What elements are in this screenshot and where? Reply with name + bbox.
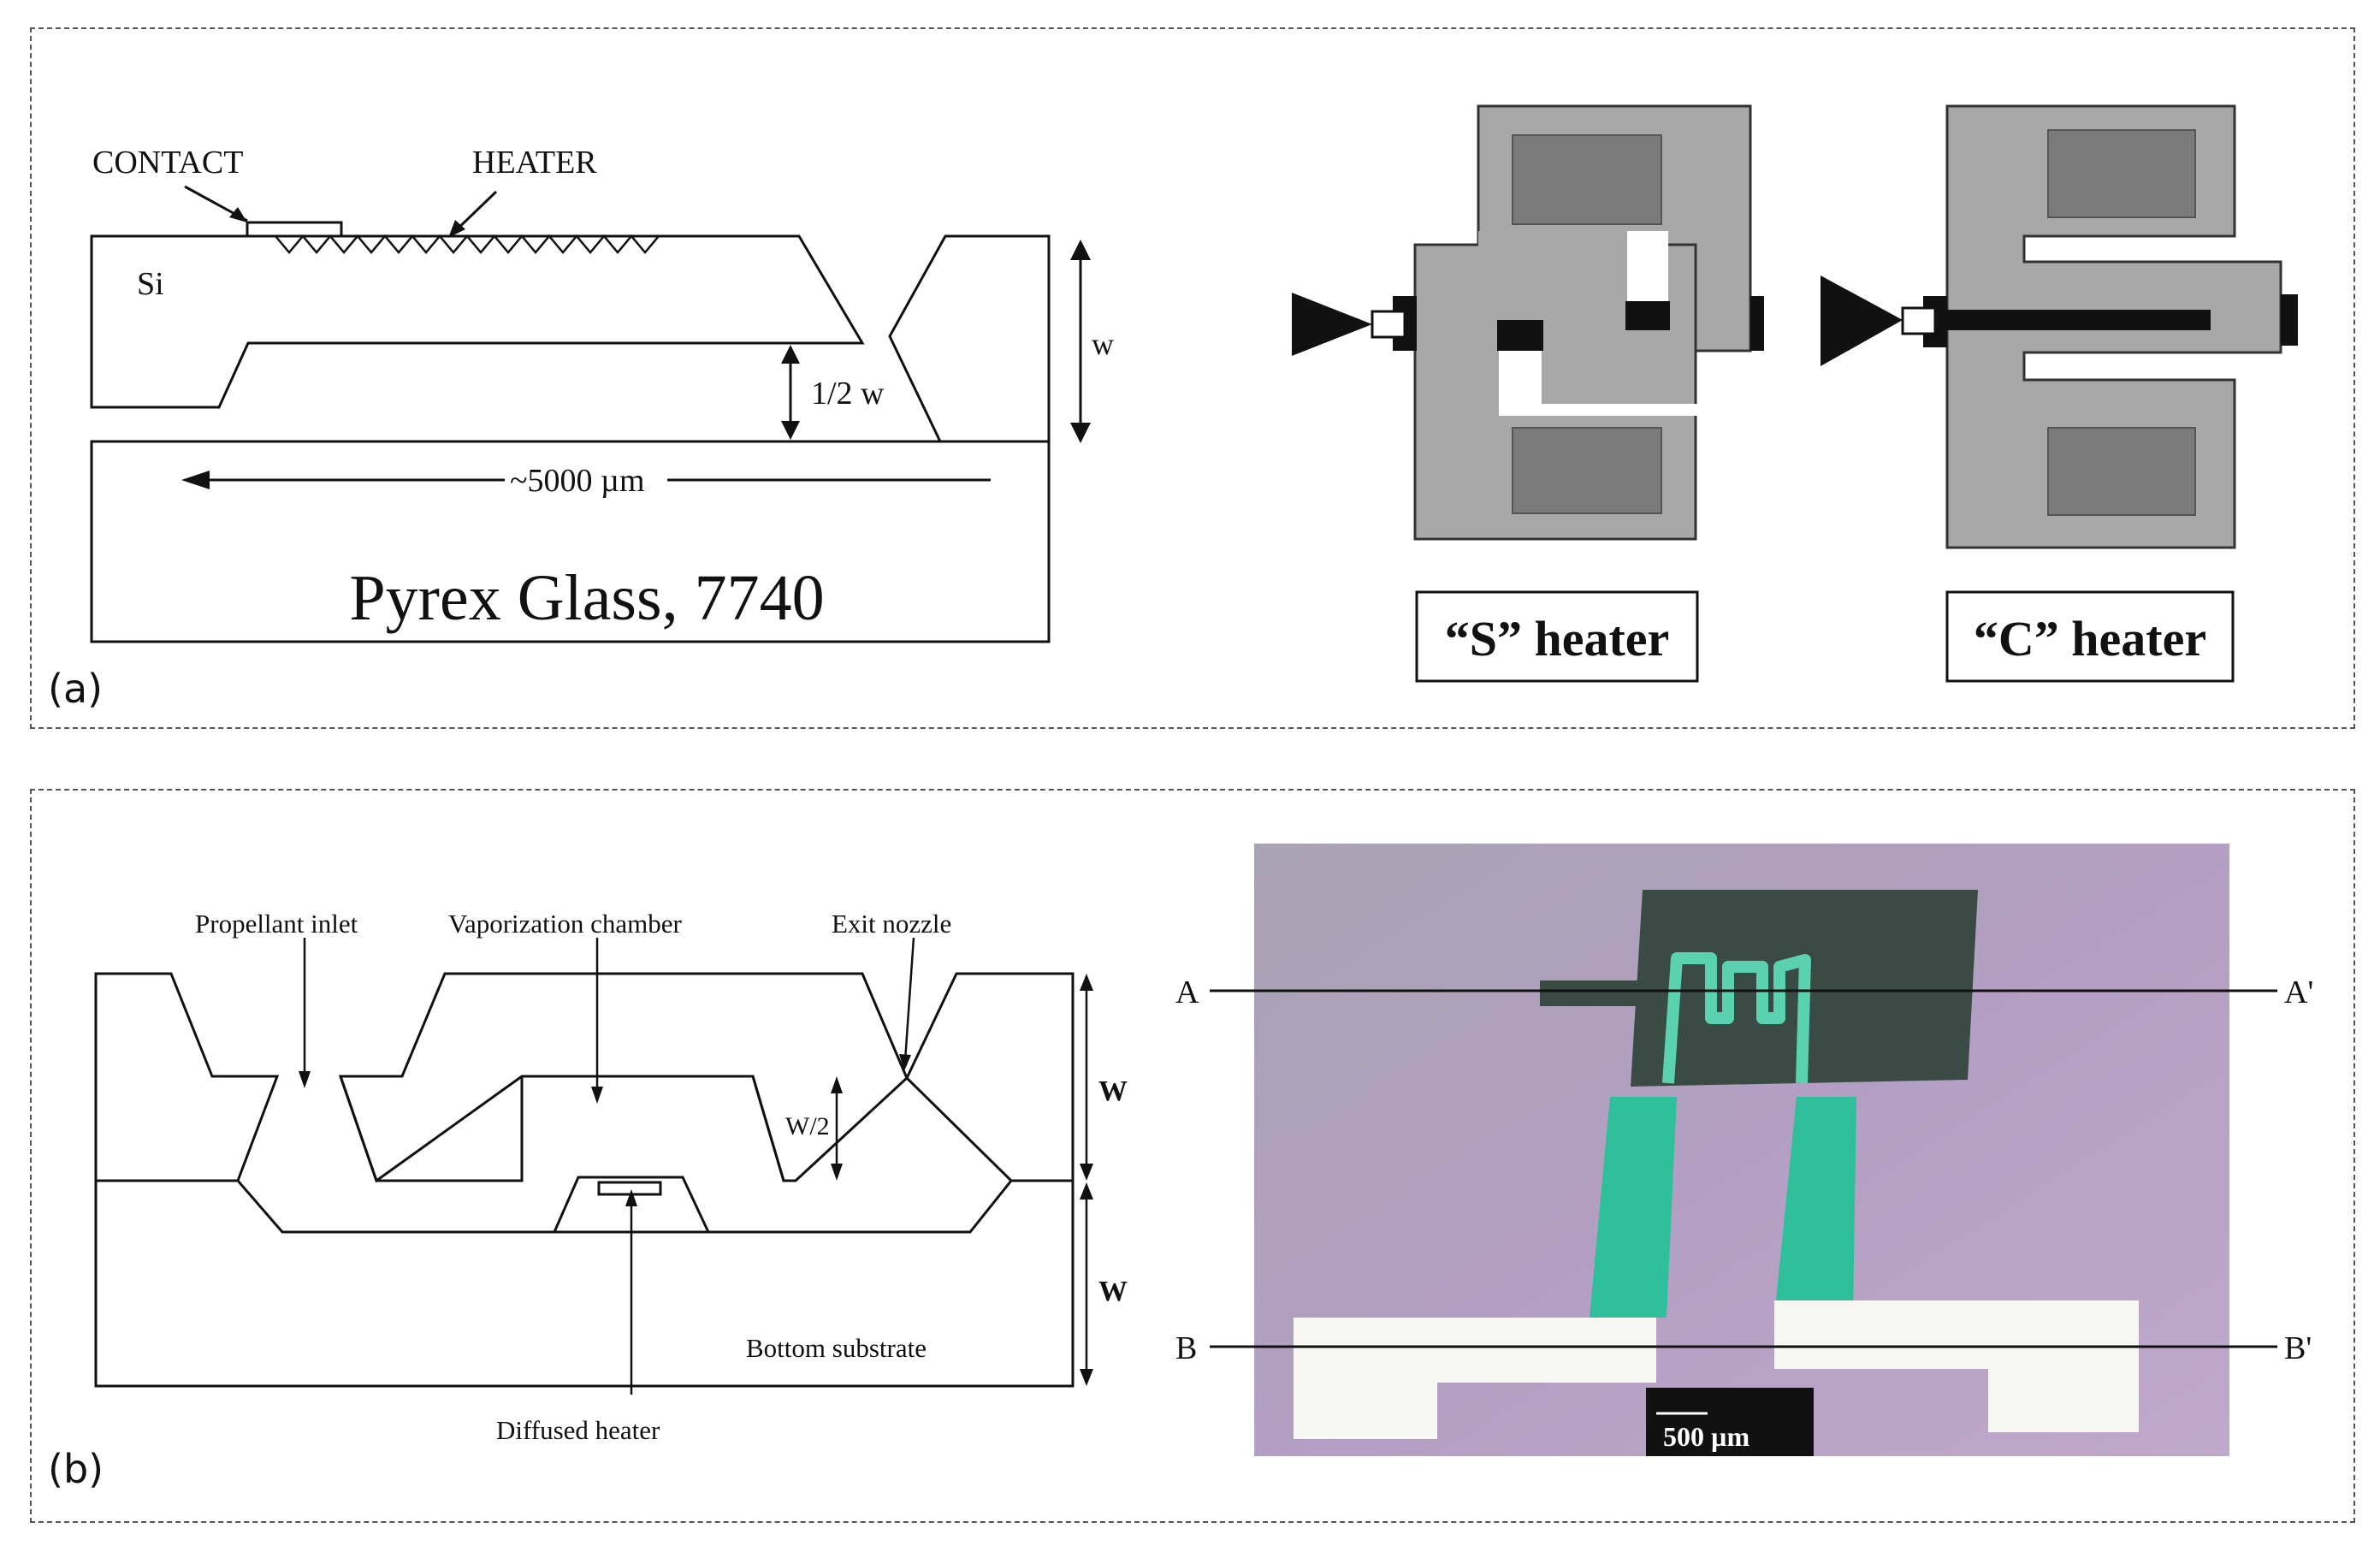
a-cross-section: CONTACT HEATER Si w 1/2 w ~5000 µm Pyrex… [90,145,1114,643]
contact-label: CONTACT [92,145,243,181]
nozzle-right [905,972,1075,1182]
c-heater-label-box [1945,590,2235,683]
section-a-label: A [1175,974,1199,1010]
heater-bump [553,1176,710,1233]
right-lead [1774,1097,1856,1318]
s-heater-label-box [1415,590,1699,683]
half-w-label-b: W/2 [785,1112,830,1140]
section-a-prime-label: A' [2284,974,2313,1010]
section-b-prime-label: B' [2284,1330,2312,1366]
s-heater [1292,104,1764,683]
s-heater-label: “S” heater [1445,611,1670,666]
chamber-profile [339,1075,796,1182]
heater-label: HEATER [472,145,597,181]
bottom-substrate-label: Bottom substrate [746,1333,927,1363]
right-pad [1774,1300,2139,1432]
meander-heater [1662,952,1811,1084]
left-lead [1590,1097,1677,1318]
w-top-label: W [1098,1075,1128,1107]
diffused-heater [597,1181,662,1196]
pyrex-glass [90,440,1051,643]
exit-nozzle-label: Exit nozzle [832,909,951,939]
panel-b-label: (b) [48,1446,104,1492]
b-cross-section: Propellant inlet Vaporization chamber Ex… [94,909,1128,1445]
half-w-label: 1/2 w [811,376,885,412]
panel-a-label: (a) [48,666,104,712]
contact-pad [246,221,343,238]
length-label: ~5000 µm [510,463,645,499]
w-bottom-label: W [1098,1276,1128,1307]
diffused-heater-label: Diffused heater [496,1415,660,1445]
top-layer [94,972,280,1182]
glass-label: Pyrex Glass, 7740 [349,562,824,634]
heater-zigzag [275,234,660,254]
propellant-inlet-label: Propellant inlet [195,909,358,939]
scale-bar-label: 500 µm [1663,1421,1749,1452]
nozzle-piece [888,234,1051,443]
bottom-substrate [94,1179,1075,1388]
section-b-label: B [1175,1330,1197,1366]
si-wafer [90,234,865,409]
micrograph [1210,844,2277,1456]
scale-bar-box [1646,1388,1814,1456]
w-label: w [1092,327,1114,361]
c-heater [1821,104,2298,683]
vaporization-chamber-label: Vaporization chamber [448,909,683,939]
si-label: Si [137,266,164,302]
c-heater-label: “C” heater [1974,611,2206,666]
